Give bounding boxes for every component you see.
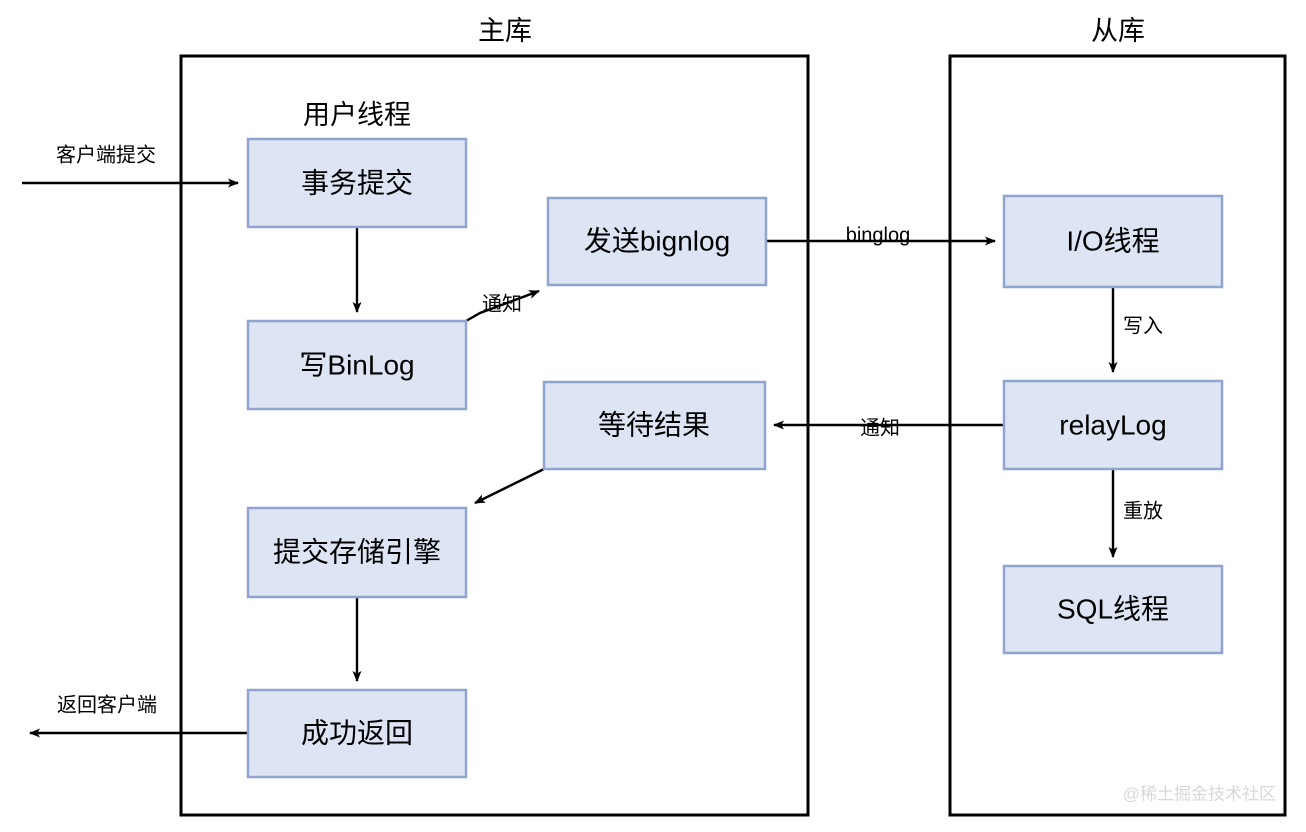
node-io-thread[interactable]: I/O线程 <box>1002 194 1224 289</box>
node-commit-storage-engine-label: 提交存储引擎 <box>273 536 441 567</box>
node-commit-transaction[interactable]: 事务提交 <box>246 137 468 229</box>
node-wait-result-rect[interactable] <box>542 380 767 471</box>
edge-io-to-relay: 写入 <box>1108 287 1163 373</box>
slave-container-rect <box>948 54 1287 817</box>
watermark-text: @稀土掘金技术社区 <box>1123 784 1276 803</box>
edge-binlog-to-send-label: 通知 <box>482 292 522 315</box>
edge-send-to-io: binglog <box>766 224 996 246</box>
edge-relay-to-wait: 通知 <box>773 416 1004 439</box>
node-commit-transaction-rect[interactable] <box>246 137 468 229</box>
node-write-binlog-rect[interactable] <box>246 319 468 411</box>
node-send-binlog-rect[interactable] <box>546 196 768 287</box>
edge-return-client-label: 返回客户端 <box>57 693 157 716</box>
edge-client-commit-label: 客户端提交 <box>56 143 156 166</box>
node-success-return-rect[interactable] <box>246 688 468 779</box>
master-title: 主库 <box>478 16 532 46</box>
edge-relay-to-sql-label: 重放 <box>1123 499 1163 522</box>
edge-wait-to-engine-line <box>474 467 545 505</box>
group-master: 主库 <box>179 16 810 817</box>
master-container-rect <box>179 54 810 817</box>
node-success-return-label: 成功返回 <box>301 717 413 748</box>
node-io-thread-label: I/O线程 <box>1066 225 1159 256</box>
node-sql-thread[interactable]: SQL线程 <box>1002 564 1224 655</box>
edge-binlog-to-send-line <box>465 289 540 323</box>
node-relay-log[interactable]: relayLog <box>1002 379 1224 471</box>
group-slave: 从库 <box>948 16 1287 817</box>
node-success-return[interactable]: 成功返回 <box>246 688 468 779</box>
edge-relay-to-sql: 重放 <box>1108 469 1163 558</box>
node-commit-storage-engine[interactable]: 提交存储引擎 <box>246 506 468 599</box>
slave-title: 从库 <box>1091 16 1145 46</box>
node-send-binlog-label: 发送bignlog <box>584 225 730 256</box>
node-commit-storage-engine-rect[interactable] <box>246 506 468 599</box>
edge-wait-to-engine <box>474 467 545 505</box>
node-relay-log-rect[interactable] <box>1002 379 1224 471</box>
node-write-binlog[interactable]: 写BinLog <box>246 319 468 411</box>
user-thread-subtitle: 用户线程 <box>303 100 411 130</box>
node-write-binlog-label: 写BinLog <box>299 349 414 380</box>
node-wait-result-label: 等待结果 <box>598 409 710 440</box>
node-io-thread-rect[interactable] <box>1002 194 1224 289</box>
node-sql-thread-rect[interactable] <box>1002 564 1224 655</box>
node-commit-transaction-label: 事务提交 <box>301 167 413 198</box>
edge-send-to-io-label: binglog <box>846 224 911 246</box>
edge-io-to-relay-label: 写入 <box>1123 315 1163 337</box>
edge-client-commit: 客户端提交 <box>22 143 239 188</box>
edge-relay-to-wait-label: 通知 <box>860 416 900 439</box>
node-wait-result[interactable]: 等待结果 <box>542 380 767 471</box>
node-send-binlog[interactable]: 发送bignlog <box>546 196 768 287</box>
node-sql-thread-label: SQL线程 <box>1057 593 1169 624</box>
edge-binlog-to-send: 通知 <box>465 289 540 323</box>
node-relay-log-label: relayLog <box>1059 409 1166 440</box>
edge-return-client: 返回客户端 <box>29 693 248 738</box>
